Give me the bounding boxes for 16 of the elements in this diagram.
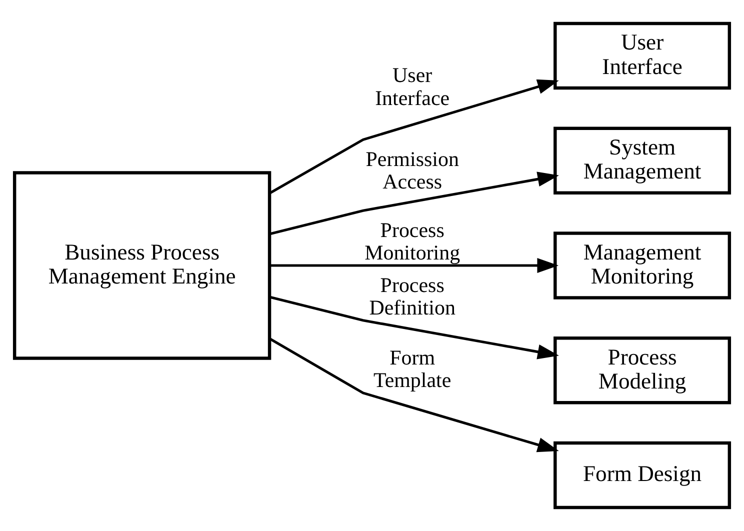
arrow [270, 172, 559, 236]
edge-label: Permission Access [366, 147, 459, 194]
arrow [270, 258, 559, 273]
node-box: Process Modeling [554, 336, 732, 404]
node-box: Management Monitoring [554, 232, 732, 300]
edge-label: User Interface [375, 63, 450, 110]
edge-label: Form Template [373, 346, 452, 392]
node-box: User Interface [554, 22, 732, 90]
edge-label: Process Definition [369, 272, 456, 320]
node-box: Business Process Management Engine [12, 171, 272, 360]
node-box: Form Design [554, 441, 732, 510]
edge-label: Process Monitoring [364, 218, 460, 265]
arrow [270, 296, 559, 360]
arrow [269, 338, 559, 452]
arrow [269, 79, 559, 194]
node-box: System Management [554, 126, 732, 194]
